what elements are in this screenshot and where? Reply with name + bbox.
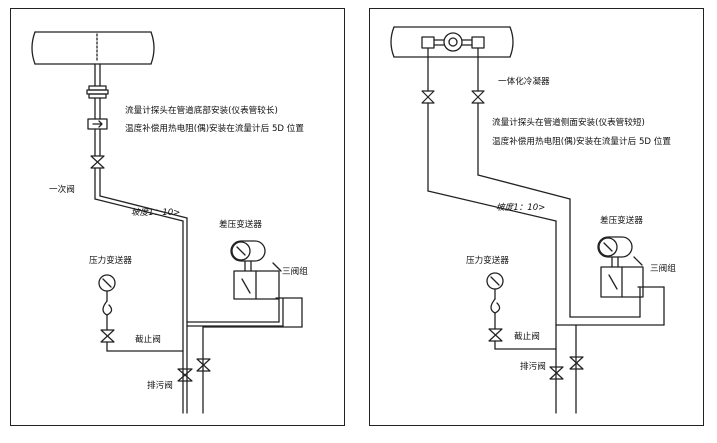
root-valve-icon — [471, 90, 485, 104]
note-line-1: 流量计探头在管道侧面安装(仪表管较短) — [492, 118, 645, 128]
drain-valve-label: 排污阀 — [147, 381, 173, 391]
main-pipe — [31, 31, 155, 65]
panel-side-mount: 一体化冷凝器 流量计探头在管道侧面安装(仪表管较短) 温度补偿用热电阻(偶)安装… — [369, 8, 704, 426]
drain-valve-icon — [549, 366, 564, 380]
manifold-label: 三阀组 — [282, 267, 308, 277]
dp-transmitter-icon — [597, 236, 644, 298]
impulse-line — [94, 167, 303, 414]
pressure-transmitter-label: 压力变送器 — [89, 256, 132, 266]
side-mount-diagram — [390, 26, 665, 414]
slope-label: 坡度1：10> — [131, 208, 181, 218]
main-pipe — [390, 26, 514, 58]
drain-valve-label: 排污阀 — [520, 362, 546, 372]
flow-probe — [86, 63, 109, 157]
slope-label: 坡度1：10> — [496, 203, 546, 213]
note-line-2: 温度补偿用热电阻(偶)安装在流量计后 5D 位置 — [492, 137, 671, 147]
note-line-2: 温度补偿用热电阻(偶)安装在流量计后 5D 位置 — [125, 124, 304, 134]
primary-valve-icon — [90, 155, 105, 169]
root-valve-icon — [421, 90, 435, 104]
pressure-line — [494, 340, 557, 350]
dp-transmitter-label: 差压变送器 — [219, 220, 262, 230]
drain-valve-icon — [177, 368, 193, 382]
bottom-mount-diagram — [31, 31, 303, 414]
manifold-label: 三阀组 — [650, 264, 676, 274]
drain-valve-icon — [196, 358, 211, 372]
impulse-line — [427, 102, 665, 414]
panel-bottom-mount: 流量计探头在管道底部安装(仪表管较长) 温度补偿用热电阻(偶)安装在流量计后 5… — [10, 8, 345, 426]
stop-valve-icon — [488, 328, 503, 342]
dp-transmitter-icon — [230, 240, 282, 300]
stop-valve-label: 截止阀 — [135, 335, 161, 345]
note-line-1: 流量计探头在管道底部安装(仪表管较长) — [125, 106, 278, 116]
pressure-transmitter-icon — [98, 274, 116, 331]
pressure-line — [106, 341, 184, 352]
drain-valve-icon — [569, 356, 584, 370]
condenser-icon — [421, 32, 485, 92]
dp-transmitter-label: 差压变送器 — [600, 216, 643, 226]
condenser-label: 一体化冷凝器 — [498, 77, 550, 87]
stop-valve-label: 截止阀 — [514, 332, 540, 342]
primary-valve-label: 一次阀 — [49, 185, 75, 195]
stop-valve-icon — [100, 329, 115, 343]
pressure-transmitter-icon — [486, 272, 504, 330]
pressure-transmitter-label: 压力变送器 — [466, 256, 509, 266]
